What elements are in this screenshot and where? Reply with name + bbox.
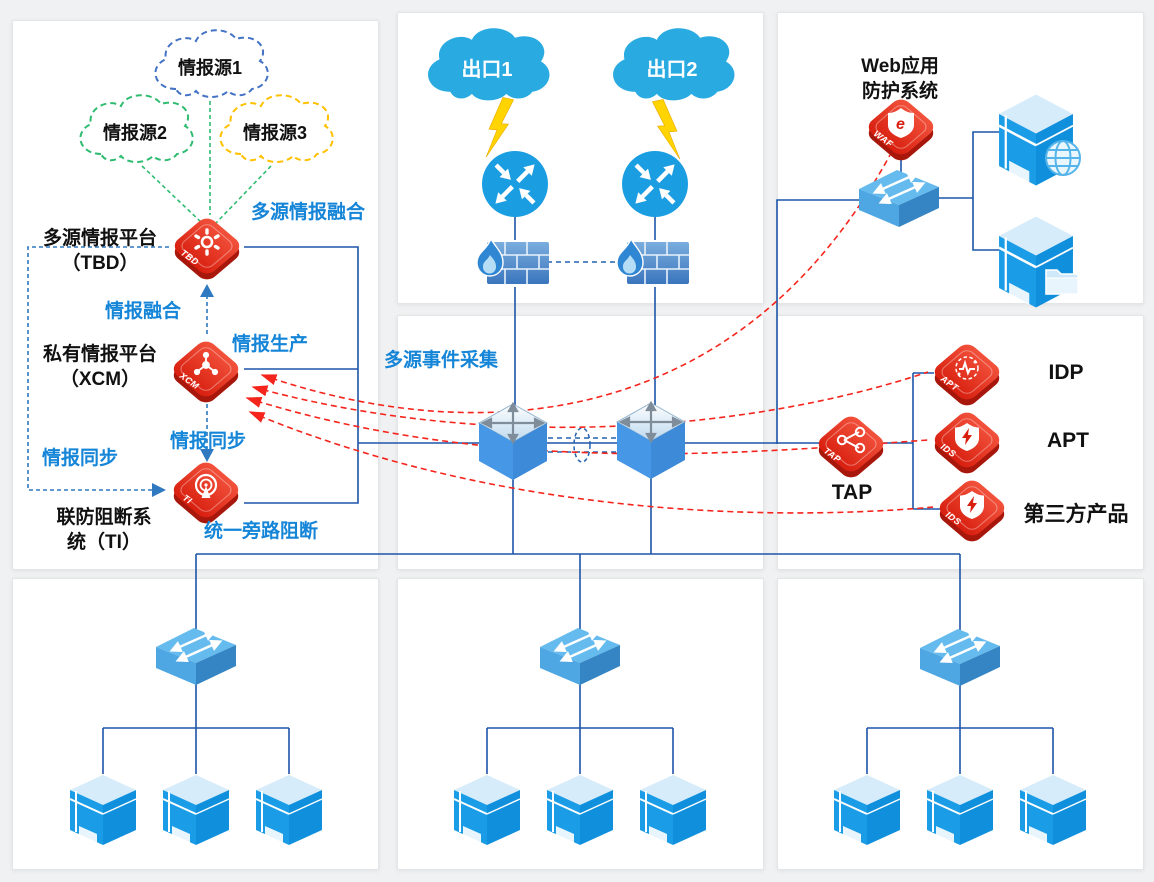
source3-label: 情报源3 — [243, 122, 307, 143]
panel-waf — [777, 12, 1144, 304]
shield-bolt-icon — [955, 423, 979, 451]
broadcast-icon — [194, 473, 218, 498]
web-server — [997, 93, 1081, 187]
thirdparty-label: 第三方产品 — [1023, 503, 1129, 526]
thirdparty-event-flow — [248, 411, 935, 514]
tap-share-icon — [836, 426, 866, 454]
intel-source-cloud-3: 情报源3 — [219, 94, 334, 163]
waf-servers-line — [936, 131, 1001, 251]
produce-label: 情报生产 — [231, 334, 309, 355]
server-cube — [453, 774, 521, 846]
dashed-peer-links — [547, 261, 623, 463]
access-switch-right-icon — [918, 627, 1002, 688]
intel-flow-arrowheads — [152, 284, 214, 497]
tbd-name-line1: 多源情报平台 — [42, 228, 158, 249]
core-switch-1-icon — [477, 402, 549, 482]
access-switch-left-icon — [154, 626, 238, 687]
source2-label: 情报源2 — [103, 122, 167, 143]
tbd-name-line2: （TBD） — [61, 253, 139, 274]
bypass-block-label: 统一旁路阻断 — [203, 521, 319, 542]
waf-event-flow — [260, 154, 891, 414]
server-cube — [69, 774, 137, 846]
intel-source-cloud-2: 情报源2 — [79, 94, 194, 163]
tbd-device — [169, 214, 245, 284]
gear-icon — [194, 228, 220, 256]
server-cube — [546, 774, 614, 846]
sync-left-label: 情报同步 — [41, 448, 119, 469]
source2-link — [141, 165, 203, 224]
pulse-icon — [955, 356, 979, 380]
source-links — [141, 101, 272, 224]
fusion-label: 情报融合 — [104, 301, 182, 322]
firewall-1-icon — [476, 238, 550, 285]
intel-dashed-flows — [27, 246, 208, 491]
waf-branch-line — [776, 199, 862, 444]
source1-label: 情报源1 — [178, 57, 242, 78]
waf-title-line2: 防护系统 — [861, 81, 939, 102]
arrow-up-icon — [200, 284, 214, 297]
server-cube — [833, 774, 901, 846]
access-left-tree — [102, 682, 290, 774]
ti-name-label: 联防阻断系 统（TI） — [56, 505, 151, 555]
tap-device — [813, 412, 889, 482]
core-down-links — [512, 474, 652, 554]
arrow-right-icon — [152, 483, 166, 497]
server-cube — [1019, 774, 1087, 846]
waf-title-label: Web应用 防护系统 — [861, 54, 939, 104]
egress1-label: 出口1 — [461, 58, 512, 81]
idp-device — [929, 340, 1005, 410]
apt-label: APT — [1047, 429, 1089, 452]
access-drops — [195, 554, 961, 642]
intel-source-cloud-1: 情报源1 — [154, 29, 269, 98]
server-cube — [255, 774, 323, 846]
stack-ring — [573, 427, 591, 463]
egress-cloud-2: 出口2 — [613, 28, 735, 101]
access-middle-tree — [486, 682, 674, 774]
lightning-icon — [482, 95, 514, 161]
source3-link — [215, 165, 272, 224]
server-cube — [162, 774, 230, 846]
xcm-name-line1: 私有情报平台 — [42, 344, 158, 365]
waf-icon-letter: e — [896, 116, 905, 133]
share-nodes-icon — [193, 351, 219, 376]
folder-icon — [1045, 269, 1079, 295]
tbd-name-label: 多源情报平台 （TBD） — [43, 226, 157, 276]
server-cube — [639, 774, 707, 846]
egress2-label: 出口2 — [646, 58, 697, 81]
firewall-core-links — [514, 287, 656, 412]
access-right-tree — [866, 684, 1054, 774]
access-switch-middle-icon — [538, 626, 622, 687]
ti-name-line1: 联防阻断系 — [56, 507, 152, 528]
waf-title-line1: Web应用 — [861, 56, 939, 77]
globe-icon — [1045, 140, 1081, 176]
shield-bolt-icon — [960, 491, 984, 519]
intel-bracket-line — [244, 246, 359, 504]
router-firewall-links — [514, 216, 656, 240]
router-1-icon — [482, 151, 548, 217]
file-server — [997, 215, 1079, 309]
core-switch-2-icon — [615, 401, 687, 481]
xcm-name-label: 私有情报平台 （XCM） — [43, 342, 157, 392]
router-2-icon — [622, 151, 688, 217]
xcm-name-line2: （XCM） — [59, 369, 141, 390]
idp-label: IDP — [1048, 361, 1084, 384]
waf-shield-icon: e — [888, 108, 914, 138]
multi-fusion-label: 多源情报融合 — [250, 202, 366, 223]
arrow-down-icon — [200, 449, 214, 462]
sync-label: 情报同步 — [169, 431, 247, 452]
waf-switch-icon — [857, 168, 941, 229]
egress-cloud-1: 出口1 — [428, 28, 550, 101]
server-cube — [926, 774, 994, 846]
firewall-2-icon — [616, 238, 690, 285]
apt-event-flow — [245, 396, 929, 455]
ti-name-line2: 统（TI） — [67, 532, 141, 553]
tap-label: TAP — [831, 481, 873, 504]
collection-label: 多源事件采集 — [383, 350, 499, 371]
tbd-to-ti-sync-flow — [27, 246, 169, 491]
